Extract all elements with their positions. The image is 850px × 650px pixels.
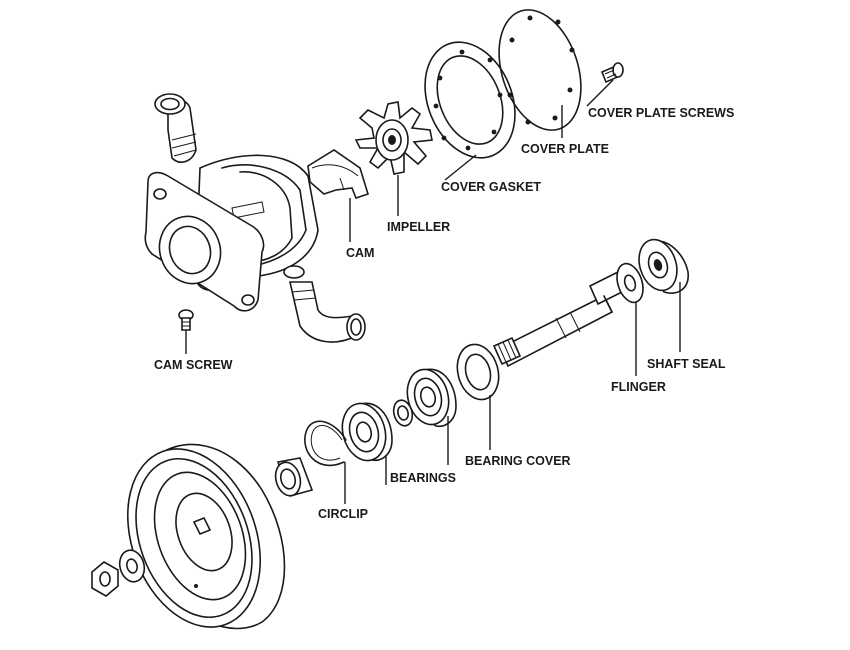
cam-screw-part <box>178 309 194 331</box>
spacer-ring-part <box>392 399 414 427</box>
label-flinger: FLINGER <box>611 380 666 394</box>
label-circlip: CIRCLIP <box>318 507 368 521</box>
nut-part <box>91 561 119 597</box>
impeller-part <box>354 101 433 175</box>
bearing-right-part <box>406 368 457 428</box>
label-shaft-seal: SHAFT SEAL <box>647 357 726 371</box>
label-impeller: IMPELLER <box>387 220 450 234</box>
flinger-part <box>616 262 644 304</box>
label-cover-plate-screws: COVER PLATE SCREWS <box>588 106 734 120</box>
cover-plate-part <box>498 9 582 131</box>
leader-cover-plate-screws <box>586 79 614 107</box>
washer-part <box>118 549 146 583</box>
label-cover-plate: COVER PLATE <box>521 142 609 156</box>
label-bearings: BEARINGS <box>390 471 456 485</box>
bearing-cover-part <box>456 343 500 401</box>
cover-gasket-part <box>424 41 516 159</box>
label-cover-gasket: COVER GASKET <box>441 180 541 194</box>
label-cam-screw: CAM SCREW <box>154 358 233 372</box>
cover-plate-screw-part <box>600 62 624 84</box>
shaft-seal-part <box>638 238 689 294</box>
pump-body-part <box>144 93 366 343</box>
leader-cover-gasket <box>444 154 477 181</box>
circlip-part <box>304 420 347 467</box>
label-cam: CAM <box>346 246 374 260</box>
shaft-part <box>492 268 632 368</box>
bearing-left-part <box>341 402 393 462</box>
bushing-part <box>274 457 314 497</box>
label-bearing-cover: BEARING COVER <box>465 454 571 468</box>
cam-part <box>307 149 369 199</box>
pulley-part <box>126 443 286 630</box>
